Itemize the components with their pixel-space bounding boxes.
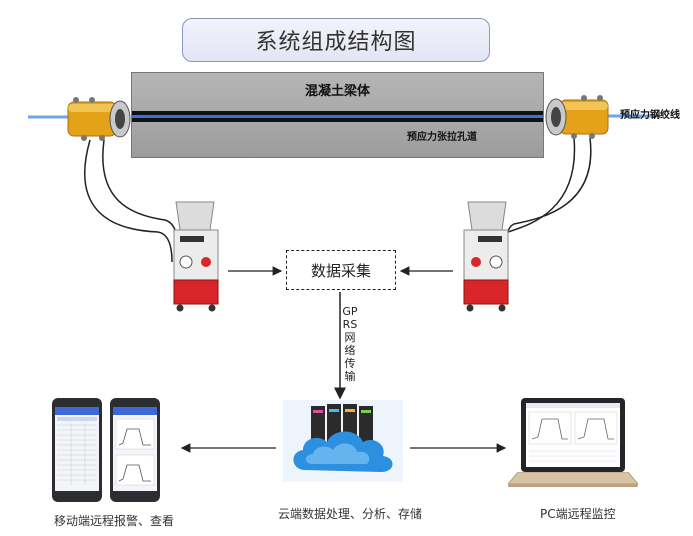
diagram-title: 系统组成结构图 — [182, 18, 490, 62]
beam-label: 混凝土梁体 — [304, 84, 370, 99]
laptop-base — [508, 472, 638, 487]
phone-screen-table — [55, 407, 99, 491]
mobile-phone-right — [110, 398, 160, 502]
laptop-screen — [521, 398, 625, 472]
gprs-transmission-label: GPRS网络传输 — [342, 305, 358, 383]
hydraulic-jack-right — [545, 95, 609, 139]
prestress-duct — [132, 111, 543, 122]
caption-cloud: 云端数据处理、分析、存储 — [278, 507, 423, 521]
hydraulic-jack-left — [67, 97, 131, 141]
duct-label: 预应力张拉孔道 — [407, 132, 477, 143]
hose-left-1 — [84, 139, 173, 263]
concrete-beam: 混凝土梁体 预应力张拉孔道 — [131, 72, 544, 158]
caption-pc: PC端远程监控 — [540, 507, 616, 521]
pump-station-right — [463, 201, 509, 312]
data-acquisition-box: 数据采集 — [286, 250, 396, 290]
hose-left-2 — [102, 139, 178, 263]
pump-station-left — [173, 201, 219, 312]
caption-mobile: 移动端远程报警、查看 — [54, 514, 175, 528]
phone-screen-charts — [113, 407, 157, 491]
laptop-screen-charts — [526, 403, 620, 467]
mobile-phone-left — [52, 398, 102, 502]
cloud-server-icon — [283, 400, 403, 482]
strand-label: 预应力钢绞线 — [620, 110, 680, 121]
